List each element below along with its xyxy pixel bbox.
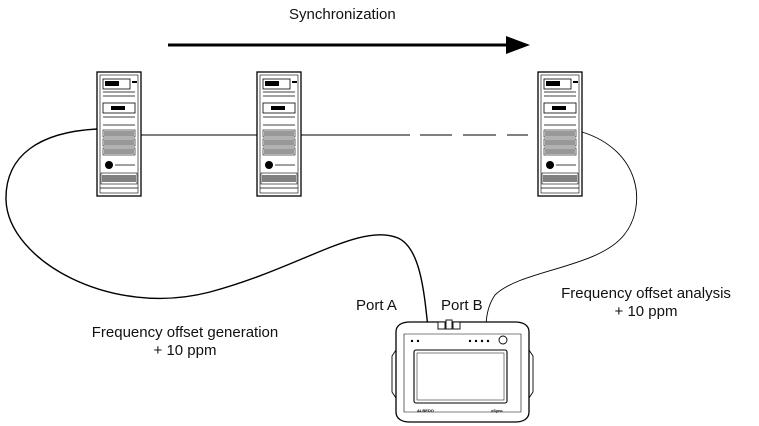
sync-arrow bbox=[168, 36, 530, 54]
device-brand-left: ALBEDO bbox=[417, 408, 434, 413]
port-a-label: Port A bbox=[356, 297, 397, 314]
generation-value: + 10 ppm bbox=[153, 342, 217, 359]
device-brand-right: xSync bbox=[491, 408, 504, 413]
server-rack-icon bbox=[537, 71, 583, 197]
server-rack-icon bbox=[256, 71, 302, 197]
generation-cable bbox=[5, 128, 429, 329]
server-rack-icon bbox=[96, 71, 142, 197]
sync-label: Synchronization bbox=[289, 6, 396, 23]
test-device bbox=[391, 319, 534, 423]
analysis-cable bbox=[485, 131, 637, 329]
port-b-label: Port B bbox=[441, 297, 483, 314]
generation-label: Frequency offset generation + 10 ppm bbox=[60, 324, 310, 360]
analysis-value: + 10 ppm bbox=[614, 303, 678, 320]
analysis-label: Frequency offset analysis + 10 ppm bbox=[536, 285, 756, 321]
generation-title: Frequency offset generation bbox=[91, 324, 279, 341]
analysis-title: Frequency offset analysis bbox=[561, 285, 731, 302]
